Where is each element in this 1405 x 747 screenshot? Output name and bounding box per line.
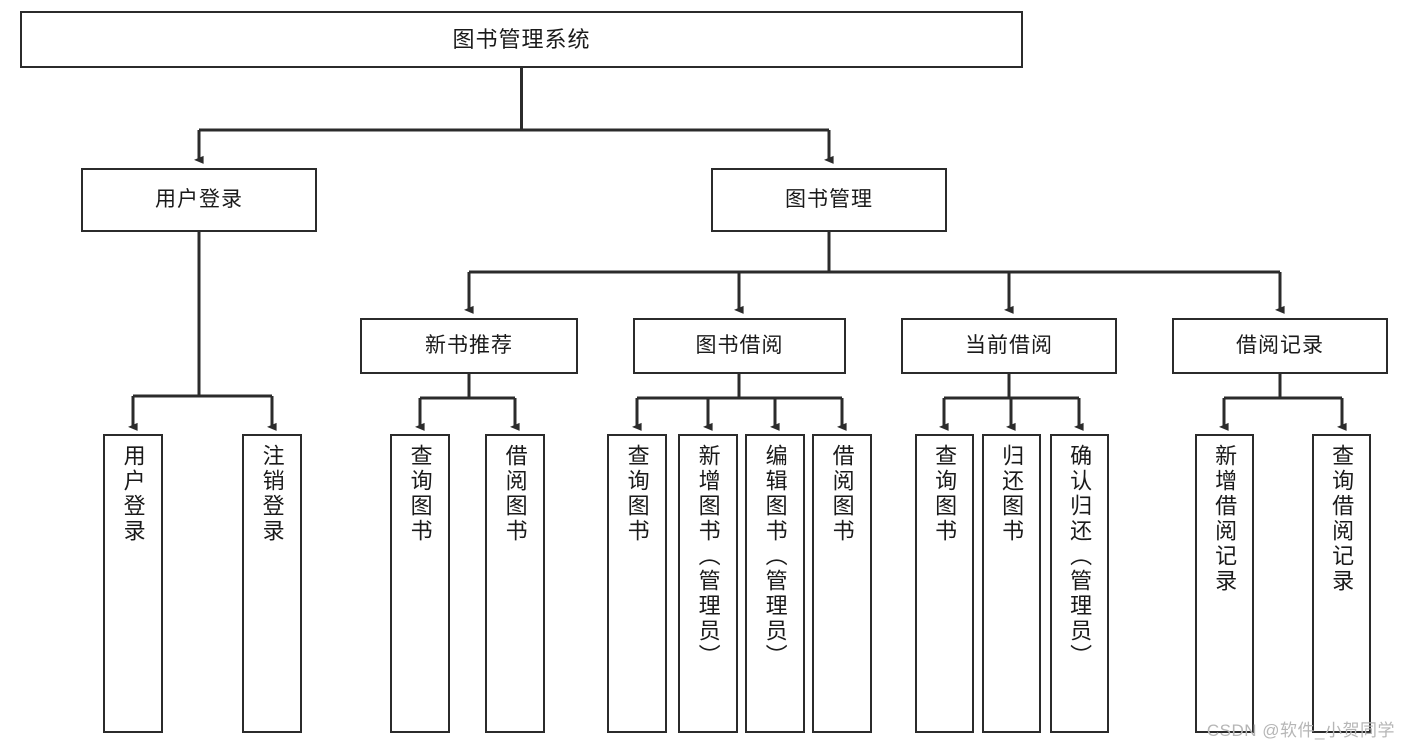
node-label: 借阅图书: [829, 444, 855, 544]
node-borrow-records[interactable]: 借阅记录: [1172, 318, 1388, 374]
node-label: 用户登录: [155, 187, 243, 211]
leaf-query-book-current[interactable]: 查询图书: [915, 434, 974, 733]
node-label: 查询图书: [407, 444, 433, 544]
leaf-query-book-borrow[interactable]: 查询图书: [607, 434, 667, 733]
node-label: 用户登录: [120, 444, 146, 544]
node-label: 注销登录: [259, 444, 285, 544]
node-label: 借阅记录: [1236, 333, 1324, 357]
node-label: 查询借阅记录: [1329, 444, 1355, 594]
leaf-add-borrow-record[interactable]: 新增借阅记录: [1195, 434, 1254, 733]
node-book-management[interactable]: 图书管理: [711, 168, 947, 232]
node-label: 查询图书: [624, 444, 650, 544]
leaf-query-book-new[interactable]: 查询图书: [390, 434, 450, 733]
leaf-logout[interactable]: 注销登录: [242, 434, 302, 733]
node-label: 新增图书（管理员）: [695, 444, 721, 669]
leaf-edit-book-admin[interactable]: 编辑图书（管理员）: [745, 434, 805, 733]
node-book-borrowing[interactable]: 图书借阅: [633, 318, 846, 374]
leaf-borrow-book-new[interactable]: 借阅图书: [485, 434, 545, 733]
node-label: 归还图书: [999, 444, 1025, 544]
node-book-management-system[interactable]: 图书管理系统: [20, 11, 1023, 68]
leaf-query-borrow-record[interactable]: 查询借阅记录: [1312, 434, 1371, 733]
node-label: 编辑图书（管理员）: [762, 444, 788, 669]
node-label: 新增借阅记录: [1212, 444, 1238, 594]
node-label: 图书管理: [785, 187, 873, 211]
leaf-user-login[interactable]: 用户登录: [103, 434, 163, 733]
leaf-borrow-book[interactable]: 借阅图书: [812, 434, 872, 733]
leaf-return-book[interactable]: 归还图书: [982, 434, 1041, 733]
node-label: 图书管理系统: [452, 26, 591, 52]
node-label: 新书推荐: [425, 333, 513, 357]
node-current-borrowing[interactable]: 当前借阅: [901, 318, 1117, 374]
leaf-confirm-return-admin[interactable]: 确认归还（管理员）: [1050, 434, 1109, 733]
node-user-login[interactable]: 用户登录: [81, 168, 317, 232]
node-label: 借阅图书: [502, 444, 528, 544]
node-new-book-recommendation[interactable]: 新书推荐: [360, 318, 578, 374]
node-label: 确认归还（管理员）: [1067, 444, 1093, 669]
leaf-add-book-admin[interactable]: 新增图书（管理员）: [678, 434, 738, 733]
node-label: 查询图书: [932, 444, 958, 544]
node-label: 图书借阅: [695, 333, 784, 357]
node-label: 当前借阅: [965, 333, 1053, 357]
csdn-watermark: CSDN @软件_小贺同学: [1206, 721, 1395, 740]
